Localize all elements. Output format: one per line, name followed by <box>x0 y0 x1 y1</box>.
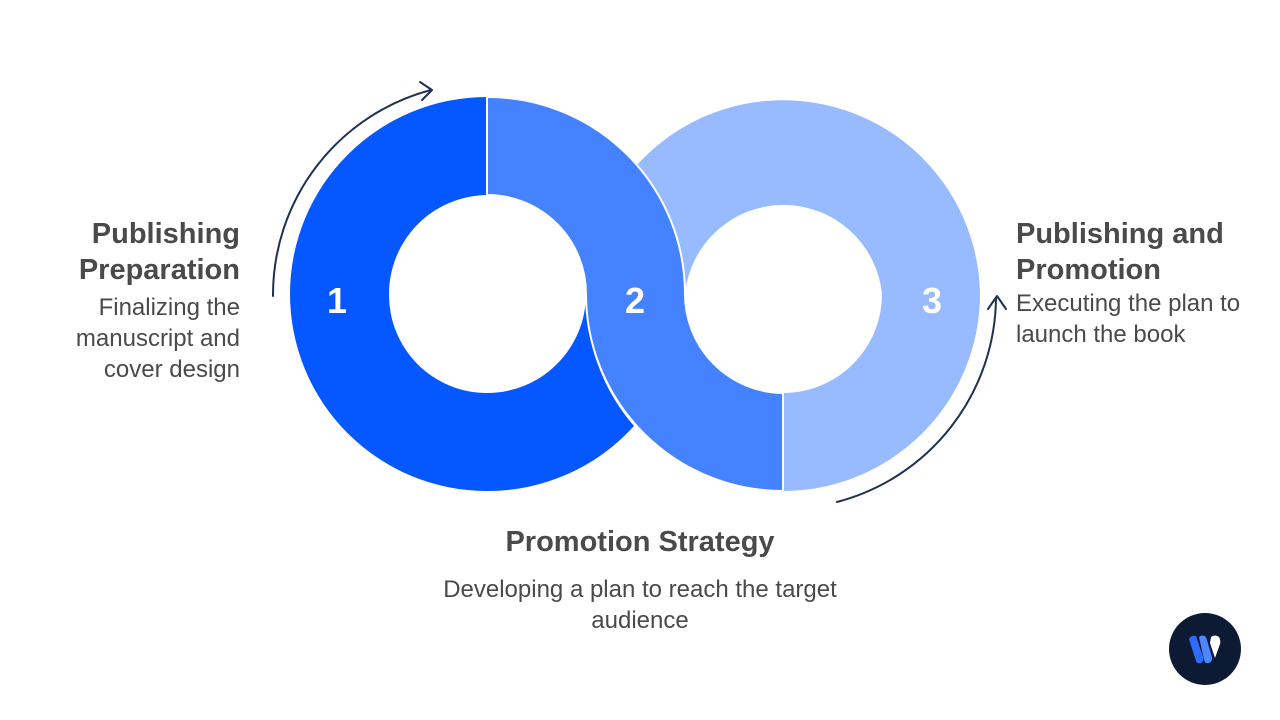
step-2-title: Promotion Strategy <box>505 526 775 558</box>
step-3-label: Publishing and Promotion Executing the p… <box>1016 216 1266 350</box>
step-3-title: Publishing and Promotion <box>1016 218 1224 286</box>
ring-3-top-segment <box>637 100 980 294</box>
brand-logo-icon[interactable] <box>1169 613 1241 685</box>
cycle-arrow-right <box>836 295 1007 503</box>
step-1-number: 1 <box>327 280 347 321</box>
ring-3 <box>637 100 980 491</box>
ring-1 <box>290 97 634 492</box>
ring-3-right-segment <box>783 294 980 491</box>
step-1-description: Finalizing the manuscript and cover desi… <box>75 294 240 383</box>
step-2-number: 2 <box>625 280 645 321</box>
cycle-arrow-left <box>271 81 433 297</box>
step-1-title: Publishing Preparation <box>78 218 240 286</box>
step-1-label: Publishing Preparation Finalizing the ma… <box>20 216 240 385</box>
step-2-label: Promotion Strategy Developing a plan to … <box>440 524 840 636</box>
step-3-description: Executing the plan to launch the book <box>1016 290 1241 348</box>
step-3-number: 3 <box>922 280 942 321</box>
step-2-description: Developing a plan to reach the target au… <box>443 576 837 634</box>
